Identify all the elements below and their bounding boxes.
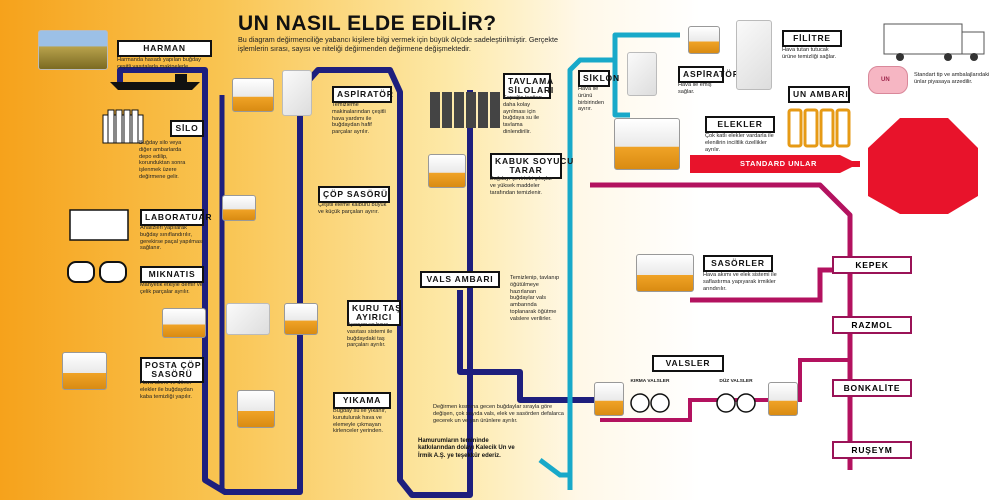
- filitre-label: FİLİTRE: [782, 30, 842, 47]
- kuru-tas-desc: Ayıcıyor ve hava vasıtası sistemi ile bu…: [347, 322, 393, 349]
- aspirator-2-desc: Hava ile emiş sağlar.: [678, 82, 712, 95]
- kabuk-label: KABUK SOYUCU TARAR: [490, 153, 573, 179]
- vals-ambari-desc: Temizlenip, tavlanıp öğütülmeye hazırlan…: [510, 275, 560, 322]
- harvest-photo: [38, 30, 108, 70]
- aspirator-label: ASPİRATÖR: [332, 86, 393, 103]
- miknatis-label: MIKNATIS: [140, 266, 204, 283]
- aspirator-2-machine: [688, 26, 720, 54]
- vals-ambari-label: VALS AMBARI: [420, 271, 500, 288]
- tavlama-label: TAVLAMA SİLOLARI: [503, 73, 553, 99]
- sieve-machine-photo: [226, 303, 270, 335]
- duz-valsler-label: DÜZ VALSLER: [719, 379, 753, 384]
- silo-building: [102, 109, 144, 144]
- output-kepek: KEPEK: [832, 256, 912, 274]
- miknatis-desc: Manyetik etkiyle demir ve çelik parçalar…: [140, 282, 203, 295]
- standard-unlar-text: STANDARD UNLAR: [740, 159, 817, 168]
- truck-silhouette: [883, 23, 985, 61]
- laboratuar-label: LABORATUAR: [140, 209, 212, 226]
- silo-desc: Buğday silo veya diğer ambarlarda depo e…: [139, 140, 186, 180]
- stone-remover-machine: [284, 303, 318, 335]
- elekler-label: ELEKLER: [705, 116, 775, 133]
- washer-machine: [237, 390, 275, 428]
- kabuk-soyucu-machine: [428, 154, 466, 188]
- cop-sasoru-desc: Çeşitli eleme kalburu büyük ve küçük par…: [318, 202, 387, 215]
- laboratuar-desc: Analizleri yapılarak buğday sınıflandırı…: [140, 225, 204, 252]
- siklon-desc: Hava ile ürünü birbirinden ayırır.: [578, 86, 605, 113]
- silo-label: SİLO: [170, 120, 204, 137]
- un-ambari-label: UN AMBARI: [788, 86, 850, 103]
- kuru-tas-label: KURU TAŞ AYIRICI: [347, 300, 401, 326]
- yikama-desc: Buğday su ile yıkanır, kurutulurak hava …: [333, 408, 387, 435]
- harman-desc: Harmanda hasadı yapılan buğday çeşitli v…: [117, 57, 201, 70]
- filitre-desc: Hava tutan tutucak ürüne temizliği sağla…: [782, 47, 837, 60]
- page-subtitle: Bu diagram değirmenciliğe yabancı kişile…: [238, 35, 558, 53]
- output-razmol: RAZMOL: [832, 316, 912, 334]
- aspirator-machine: [232, 78, 274, 112]
- red-octagon: [868, 118, 978, 214]
- sasor-machine: [636, 254, 694, 292]
- tavlama-silo-bins: [430, 92, 500, 128]
- roller-circles: [630, 393, 756, 413]
- navy-vals-line: [457, 290, 610, 403]
- cop-sasoru-machine-1: [222, 195, 256, 221]
- harman-label: HARMAN: [117, 40, 212, 57]
- yikama-label: YIKAMA: [333, 392, 391, 409]
- sasorler-desc: Hava akımı ve elek sistemi ile saflastır…: [703, 272, 777, 292]
- tavlama-desc: Kepeğin testten daha kolay ayrılması içi…: [503, 95, 542, 135]
- flour-sack-icon: UN: [868, 66, 908, 94]
- sasorler-label: SASÖRLER: [703, 255, 773, 272]
- cop-sasoru-label: ÇÖP SASÖRÜ: [318, 186, 390, 203]
- vals-note: Değirmen kısmına gecen buğdaylar sırayla…: [433, 404, 564, 424]
- ship-silhouette: [110, 74, 200, 90]
- elekler-desc: Çok katlı elekler vardarla ile eleniliri…: [705, 133, 774, 153]
- siklon-label: SİKLON: [578, 70, 619, 87]
- un-ambari-bins: [787, 108, 851, 148]
- siklon-cyclones: [627, 52, 657, 96]
- aspirator-desc: Temizleme makinalarından çeşitli hava ya…: [332, 102, 386, 136]
- kabuk-desc: Buğdayı çevirtebi çıkışlar ve yüksek mad…: [490, 176, 553, 196]
- magnet-icons: [67, 261, 127, 283]
- cyan-down-line: [538, 458, 570, 478]
- un-badge: UN: [881, 77, 890, 83]
- shipping-note: Standart tip ve ambalajlarıdaki ünlar pi…: [914, 72, 990, 85]
- navy-flow-line: [117, 67, 473, 498]
- credit-note: Hamurumların temininde katkılarından dol…: [418, 438, 515, 459]
- cyan-flow-line: [567, 32, 680, 490]
- plansifter-machine: [614, 118, 680, 170]
- valsler-label: VALSLER: [652, 355, 724, 372]
- output-bonkalite: BONKALİTE: [832, 379, 912, 397]
- aspirator-2-label: ASPİRATÖR: [678, 66, 739, 83]
- lab-icon-frame: [69, 209, 129, 241]
- posta-cop-label: POSTA ÇÖP SASÖRÜ: [140, 357, 204, 383]
- aspirator-cyclone: [282, 70, 312, 116]
- page-title: UN NASIL ELDE EDİLİR?: [238, 12, 497, 35]
- output-ruseym: RUŞEYM: [832, 441, 912, 459]
- separator-machine: [162, 308, 206, 338]
- posta-cop-machine: [62, 352, 107, 390]
- standard-unlar-arrow: [690, 155, 858, 173]
- posta-cop-desc: Hava akımı ve döner elekler ile buğdayda…: [140, 380, 193, 400]
- kirma-valsler-label: KIRMA VALSLER: [630, 379, 670, 384]
- roller-mill-left: [594, 382, 624, 416]
- roller-mill-right: [768, 382, 798, 416]
- filter-unit: [736, 20, 772, 90]
